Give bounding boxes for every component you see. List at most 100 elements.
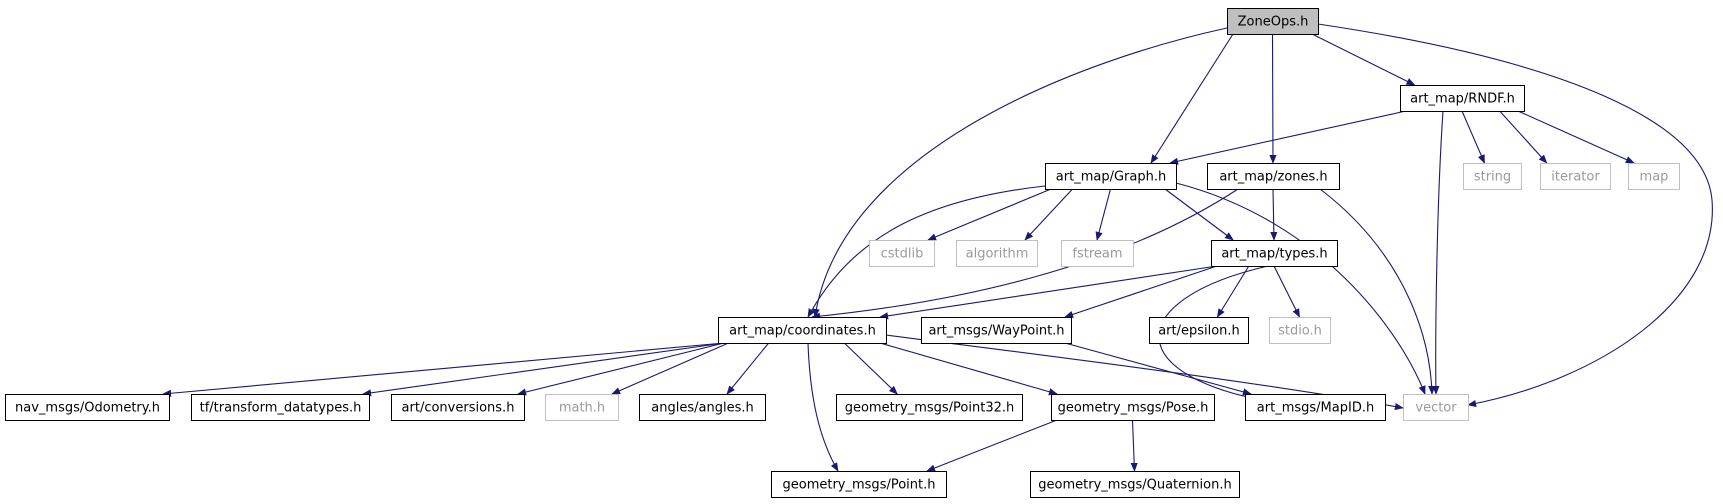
edge-zones-to-vector: [1319, 188, 1436, 395]
node-box-tf: [191, 394, 370, 421]
edge-coordinates-to-pose: [879, 342, 1058, 396]
node-math[interactable]: math.h: [545, 394, 619, 421]
edge-coordinates-to-math: [611, 342, 729, 395]
edge-rndf-to-graph: [1169, 110, 1407, 165]
node-box-stdio: [1269, 317, 1331, 344]
edge-coordinates-to-tf: [362, 342, 725, 397]
edge-coordinates-to-conversions: [517, 342, 725, 396]
node-label-quaternion: geometry_msgs/Quaternion.h: [1038, 478, 1231, 493]
edge-types-to-waypoint: [1064, 265, 1218, 318]
node-box-math: [545, 394, 619, 421]
node-algorithm[interactable]: algorithm: [956, 240, 1038, 267]
node-label-stdio: stdio.h: [1278, 324, 1322, 339]
edge-coordinates-to-point: [807, 342, 839, 472]
node-epsilon[interactable]: art/epsilon.h: [1149, 317, 1249, 344]
node-zoneops[interactable]: ZoneOps.h: [1227, 8, 1319, 35]
node-types[interactable]: art_map/types.h: [1211, 240, 1338, 267]
edge-graph-to-cstdlib: [927, 188, 1052, 241]
edge-zones-to-coordinates: [811, 188, 1239, 320]
edge-graph-to-types: [1164, 188, 1234, 241]
node-conversions[interactable]: art/conversions.h: [391, 394, 525, 421]
node-label-types: art_map/types.h: [1221, 247, 1327, 262]
node-graph[interactable]: art_map/Graph.h: [1045, 163, 1177, 190]
edge-zoneops-to-coordinates: [812, 27, 1228, 318]
node-box-conversions: [391, 394, 525, 421]
edge-zoneops-to-zones: [1269, 33, 1277, 164]
node-pose[interactable]: geometry_msgs/Pose.h: [1051, 394, 1215, 421]
node-label-tf: tf/transform_datatypes.h: [200, 401, 362, 416]
node-string[interactable]: string: [1463, 163, 1522, 190]
node-box-zoneops: [1227, 8, 1319, 35]
edge-coordinates-to-angles: [726, 342, 770, 395]
edge-zoneops-to-vector: [1317, 23, 1713, 408]
node-label-point32: geometry_msgs/Point32.h: [845, 401, 1015, 416]
node-box-string: [1463, 163, 1522, 190]
edge-zoneops-to-rndf: [1311, 33, 1416, 86]
edge-pose-to-quaternion: [1130, 419, 1138, 472]
node-box-quaternion: [1030, 471, 1240, 498]
node-tf[interactable]: tf/transform_datatypes.h: [191, 394, 370, 421]
node-waypoint[interactable]: art_msgs/WayPoint.h: [921, 317, 1072, 344]
node-zones[interactable]: art_map/zones.h: [1207, 163, 1340, 190]
node-label-math: math.h: [559, 401, 605, 416]
node-box-algorithm: [956, 240, 1038, 267]
edge-rndf-to-vector: [1432, 110, 1444, 395]
node-point32[interactable]: geometry_msgs/Point32.h: [836, 394, 1023, 421]
edge-zoneops-to-graph: [1150, 33, 1234, 164]
edge-rndf-to-map: [1517, 110, 1635, 164]
node-quaternion[interactable]: geometry_msgs/Quaternion.h: [1030, 471, 1240, 498]
node-label-angles: angles/angles.h: [651, 401, 753, 416]
node-box-point: [771, 471, 947, 498]
node-label-rndf: art_map/RNDF.h: [1410, 92, 1515, 107]
node-box-rndf: [1400, 85, 1525, 112]
node-box-zones: [1207, 163, 1340, 190]
edge-graph-to-coordinates: [807, 185, 1046, 318]
node-label-map: map: [1640, 170, 1669, 185]
node-box-epsilon: [1149, 317, 1249, 344]
node-label-waypoint: art_msgs/WayPoint.h: [928, 324, 1064, 339]
node-box-angles: [639, 394, 766, 421]
node-stdio[interactable]: stdio.h: [1269, 317, 1331, 344]
node-box-waypoint: [921, 317, 1072, 344]
edge-types-to-coordinates: [879, 265, 1218, 320]
edge-types-to-stdio: [1273, 265, 1300, 318]
node-box-mapid: [1245, 394, 1386, 421]
node-iterator[interactable]: iterator: [1540, 163, 1611, 190]
edge-rndf-to-string: [1461, 110, 1486, 164]
edge-coordinates-to-odometry: [162, 342, 725, 397]
node-odometry[interactable]: nav_msgs/Odometry.h: [5, 394, 170, 421]
node-label-fstream: fstream: [1072, 247, 1122, 262]
node-vector[interactable]: vector: [1403, 394, 1469, 421]
node-rndf[interactable]: art_map/RNDF.h: [1400, 85, 1525, 112]
node-label-zoneops: ZoneOps.h: [1238, 15, 1309, 30]
node-label-point: geometry_msgs/Point.h: [783, 478, 936, 493]
node-cstdlib[interactable]: cstdlib: [869, 240, 935, 267]
node-box-vector: [1403, 394, 1469, 421]
node-label-string: string: [1474, 170, 1511, 185]
node-label-vector: vector: [1415, 401, 1457, 416]
node-box-odometry: [5, 394, 170, 421]
node-label-conversions: art/conversions.h: [402, 401, 515, 416]
edge-waypoint-to-mapid: [1064, 342, 1252, 396]
node-label-iterator: iterator: [1551, 170, 1600, 185]
node-label-cstdlib: cstdlib: [881, 247, 924, 262]
node-map[interactable]: map: [1628, 163, 1680, 190]
node-box-fstream: [1061, 240, 1134, 267]
node-box-point32: [836, 394, 1023, 421]
node-mapid[interactable]: art_msgs/MapID.h: [1245, 394, 1386, 421]
edge-types-to-epsilon: [1216, 265, 1250, 318]
edge-graph-to-vector: [1175, 182, 1426, 395]
node-coordinates[interactable]: art_map/coordinates.h: [718, 317, 887, 344]
node-label-graph: art_map/Graph.h: [1056, 170, 1166, 185]
node-angles[interactable]: angles/angles.h: [639, 394, 766, 421]
node-box-coordinates: [718, 317, 887, 344]
node-label-algorithm: algorithm: [966, 247, 1029, 262]
node-fstream[interactable]: fstream: [1061, 240, 1134, 267]
node-point[interactable]: geometry_msgs/Point.h: [771, 471, 947, 498]
edge-graph-to-algorithm: [1024, 188, 1073, 241]
node-box-cstdlib: [869, 240, 935, 267]
edge-graph-to-fstream: [1095, 188, 1112, 241]
node-box-iterator: [1540, 163, 1611, 190]
